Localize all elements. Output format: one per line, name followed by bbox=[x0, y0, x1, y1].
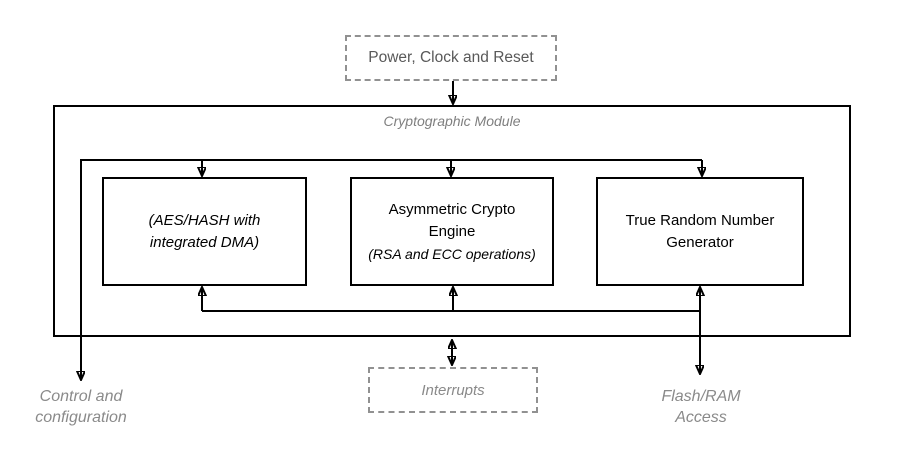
control-configuration-label-line2: configuration bbox=[35, 409, 127, 426]
interrupts-box: Interrupts bbox=[368, 367, 538, 413]
aes-hash-dma-label-line1: (AES/HASH with bbox=[148, 211, 261, 229]
asymmetric-crypto-engine-sublabel: (RSA and ECC operations) bbox=[368, 245, 536, 262]
control-configuration-label: Control and configuration bbox=[0, 386, 162, 428]
trng-label-line2: Generator bbox=[666, 233, 734, 251]
flash-ram-access-label-line1: Flash/RAM bbox=[661, 388, 741, 405]
interrupts-label: Interrupts bbox=[421, 381, 485, 399]
power-clock-reset-box: Power, Clock and Reset bbox=[345, 35, 557, 81]
asymmetric-crypto-engine-label-line2: Engine bbox=[428, 222, 476, 240]
cryptographic-module-box: Cryptographic Module bbox=[53, 105, 851, 337]
flash-ram-access-label-line2: Access bbox=[675, 409, 727, 426]
true-random-number-generator-box: True Random Number Generator bbox=[596, 177, 804, 286]
flash-ram-access-label: Flash/RAM Access bbox=[621, 386, 781, 428]
trng-label-line1: True Random Number bbox=[625, 211, 775, 229]
cryptographic-module-title: Cryptographic Module bbox=[383, 113, 521, 129]
asymmetric-crypto-engine-box: Asymmetric Crypto Engine (RSA and ECC op… bbox=[350, 177, 554, 286]
aes-hash-dma-box: (AES/HASH with integrated DMA) bbox=[102, 177, 307, 286]
asymmetric-crypto-engine-label-line1: Asymmetric Crypto bbox=[388, 200, 516, 218]
power-clock-reset-label: Power, Clock and Reset bbox=[368, 49, 534, 66]
control-configuration-label-line1: Control and bbox=[39, 388, 123, 405]
aes-hash-dma-label-line2: integrated DMA) bbox=[149, 233, 260, 251]
